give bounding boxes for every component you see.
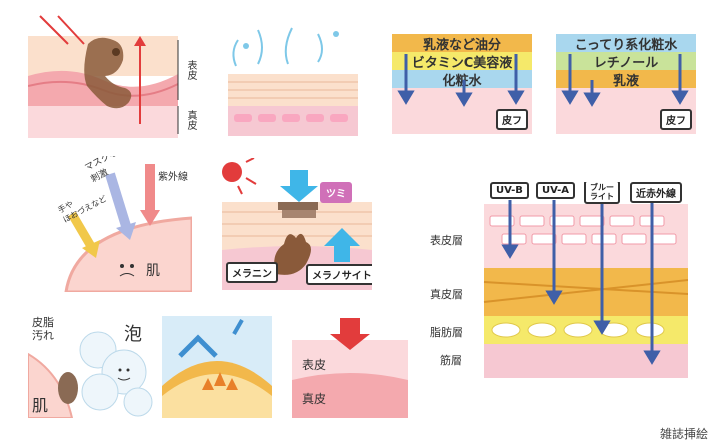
order-light-band-1: ビタミンC美容液 bbox=[392, 52, 532, 71]
layer-dermis: 真皮層 bbox=[430, 288, 463, 301]
panel-skin-spot: 表皮 真皮 bbox=[28, 14, 208, 138]
panel-moisture bbox=[228, 16, 358, 136]
ray-near-infrared: 近赤外線 bbox=[630, 182, 682, 203]
order-light-skin-label: 皮フ bbox=[496, 109, 528, 130]
layer-fat: 脂肪層 bbox=[430, 326, 463, 339]
credit-label: 雑誌挿絵 bbox=[659, 427, 708, 441]
uv-label: 紫外線 bbox=[158, 172, 188, 183]
order-rich-skin-label: 皮フ bbox=[660, 109, 692, 130]
tsumi-label: ツミ bbox=[320, 182, 352, 203]
friction-illustration bbox=[64, 164, 192, 292]
pressure-epidermis: 表皮 bbox=[302, 358, 327, 372]
panel-uv-depth: UV-B UV-A ブルー ライト 近赤外線 表皮層 真皮層 脂肪層 筋層 bbox=[426, 182, 688, 378]
order-light-band-0: 乳液など油分 bbox=[392, 34, 532, 53]
panel-melanin: ツミ メラニン メラノサイト bbox=[222, 158, 372, 290]
melanin-label: メラニン bbox=[226, 262, 278, 283]
ray-bluelight: ブルー ライト bbox=[584, 182, 620, 204]
ray-uvb: UV-B bbox=[490, 182, 529, 199]
order-rich-band-0: こってり系化粧水 bbox=[556, 34, 696, 53]
skin-label: 肌 bbox=[146, 263, 160, 279]
panel-pressure: 表皮 真皮 bbox=[292, 318, 408, 418]
order-rich-arrows bbox=[561, 54, 689, 107]
skin-spot-illustration bbox=[28, 15, 179, 138]
dermis-label: 真皮 bbox=[185, 110, 196, 130]
order-rich-band-1: レチノール bbox=[556, 52, 696, 71]
order-light-arrows bbox=[397, 54, 525, 107]
order-light-band-2: 化粧水 bbox=[392, 70, 532, 89]
panel-lock bbox=[162, 316, 272, 418]
dirt-label: 皮脂 汚れ bbox=[32, 316, 54, 342]
layer-muscle: 筋層 bbox=[440, 354, 462, 367]
epidermis-label: 表皮 bbox=[185, 60, 196, 80]
panel-friction: マスクなど 刺激 紫外線 手や ほおづえなど 肌 bbox=[56, 156, 192, 292]
pressure-illustration bbox=[292, 318, 408, 418]
lock-illustration bbox=[162, 319, 272, 418]
panel-foam: 皮脂 汚れ 泡 肌 bbox=[28, 314, 158, 418]
panel-order-light: 乳液など油分 ビタミンC美容液 化粧水 皮フ bbox=[392, 34, 532, 134]
ray-uva: UV-A bbox=[536, 182, 576, 199]
melanocyte-label: メラノサイト bbox=[306, 264, 372, 285]
foam-illustration bbox=[28, 331, 153, 418]
foam-label: 泡 bbox=[124, 324, 142, 345]
moisture-illustration bbox=[228, 27, 358, 136]
pressure-dermis: 真皮 bbox=[302, 392, 327, 406]
uv-depth-illustration bbox=[483, 200, 688, 378]
panel-order-rich: こってり系化粧水 レチノール 乳液 皮フ bbox=[556, 34, 696, 134]
foam-skin-label: 肌 bbox=[32, 396, 49, 415]
layer-epidermis: 表皮層 bbox=[430, 234, 463, 247]
